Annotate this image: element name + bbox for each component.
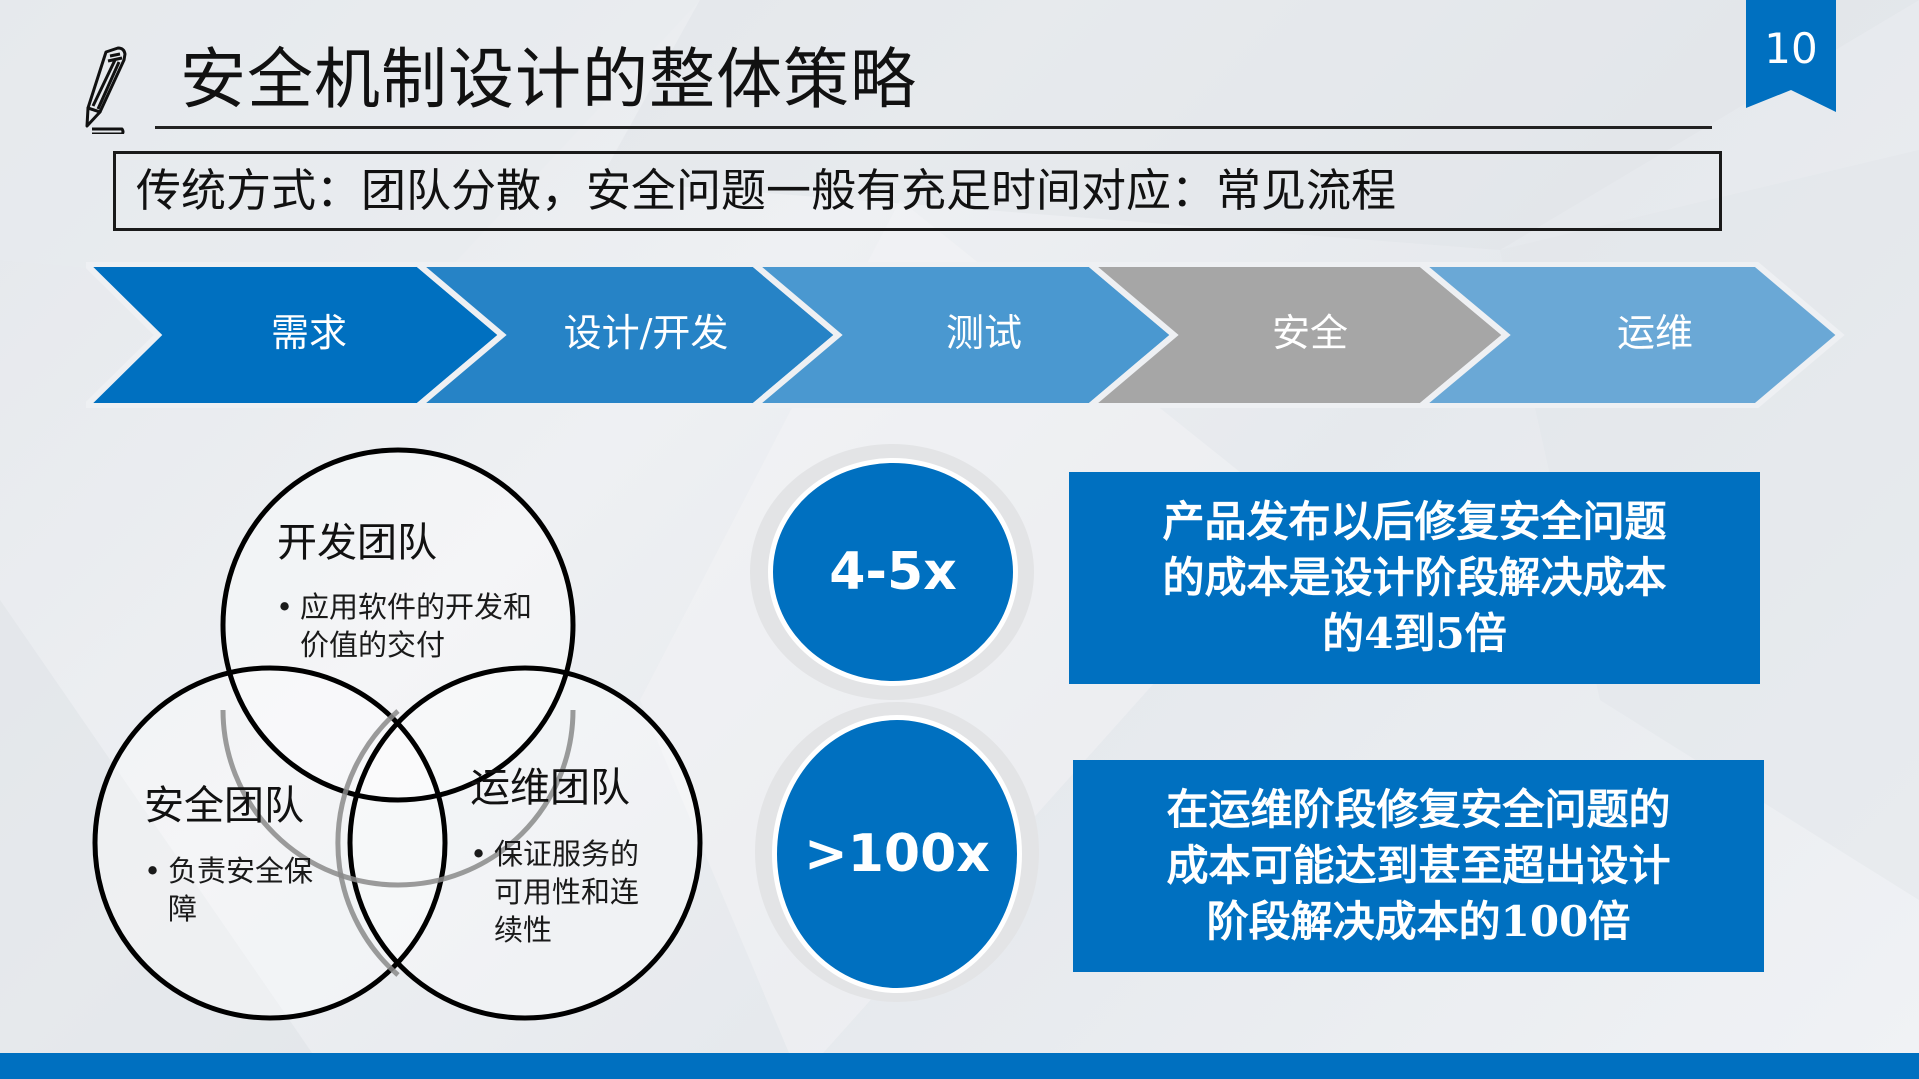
step-label-testing: 测试 [945,311,1022,355]
info-line: 产品发布以后修复安全问题 [1162,497,1667,546]
pencil-icon [85,46,127,134]
venn-title-dev: 开发团队 [277,520,437,566]
bullet-dot: • [470,837,488,871]
page-title: 安全机制设计的整体策略 [180,41,917,118]
subtitle-text: 传统方式：团队分散，安全问题一般有充足时间对应：常见流程 [136,164,1397,217]
venn-bullet-ops: • 保证服务的可用性和连续性 [470,835,664,949]
venn-bullet-dev: • 应用软件的开发和价值的交付 [276,588,540,664]
title-underline [155,126,1712,129]
step-label-design-dev: 设计/开发 [563,311,729,355]
info-line: 的成本是设计阶段解决成本 [1162,553,1667,602]
info-line: 的4到5倍 [1322,609,1507,658]
venn-bullet-security-text: 负责安全保障 [168,854,314,926]
step-label-operations: 运维 [1616,311,1693,355]
step-label-security: 安全 [1271,311,1348,355]
venn-circle-security [92,665,448,1021]
process-flow [86,262,1845,408]
venn-title-ops: 运维团队 [470,765,630,811]
stat-value-1: 4-5x [829,542,957,602]
info-line: 阶段解决成本的100倍 [1206,897,1631,946]
info-line: 在运维阶段修复安全问题的 [1166,785,1671,834]
info-box-release-cost: 产品发布以后修复安全问题 的成本是设计阶段解决成本 的4到5倍 [1069,472,1760,684]
stat-value-2: >100x [804,824,990,884]
team-venn-diagram [92,447,703,1021]
venn-bullet-security: • 负责安全保障 [144,852,338,928]
info-box-ops-cost: 在运维阶段修复安全问题的 成本可能达到甚至超出设计 阶段解决成本的100倍 [1073,760,1764,972]
page-number-badge [1746,0,1836,112]
venn-bullet-dev-text: 应用软件的开发和价值的交付 [300,590,533,662]
stat-circle-2: >100x [772,715,1022,993]
bullet-dot: • [276,590,294,624]
footer-bar [0,1053,1919,1079]
venn-title-security: 安全团队 [144,783,304,829]
info-line: 成本可能达到甚至超出设计 [1166,841,1671,890]
stat-circle-1: 4-5x [768,458,1018,686]
venn-circle-dev [220,447,576,803]
page-number: 10 [1764,24,1818,73]
venn-bullet-ops-text: 保证服务的可用性和连续性 [494,837,640,947]
venn-circle-ops [347,665,703,1021]
bullet-dot: • [144,854,162,888]
subtitle-box: 传统方式：团队分散，安全问题一般有充足时间对应：常见流程 [113,151,1722,231]
step-label-requirements: 需求 [270,311,347,355]
chevron-step-5 [1413,262,1845,408]
